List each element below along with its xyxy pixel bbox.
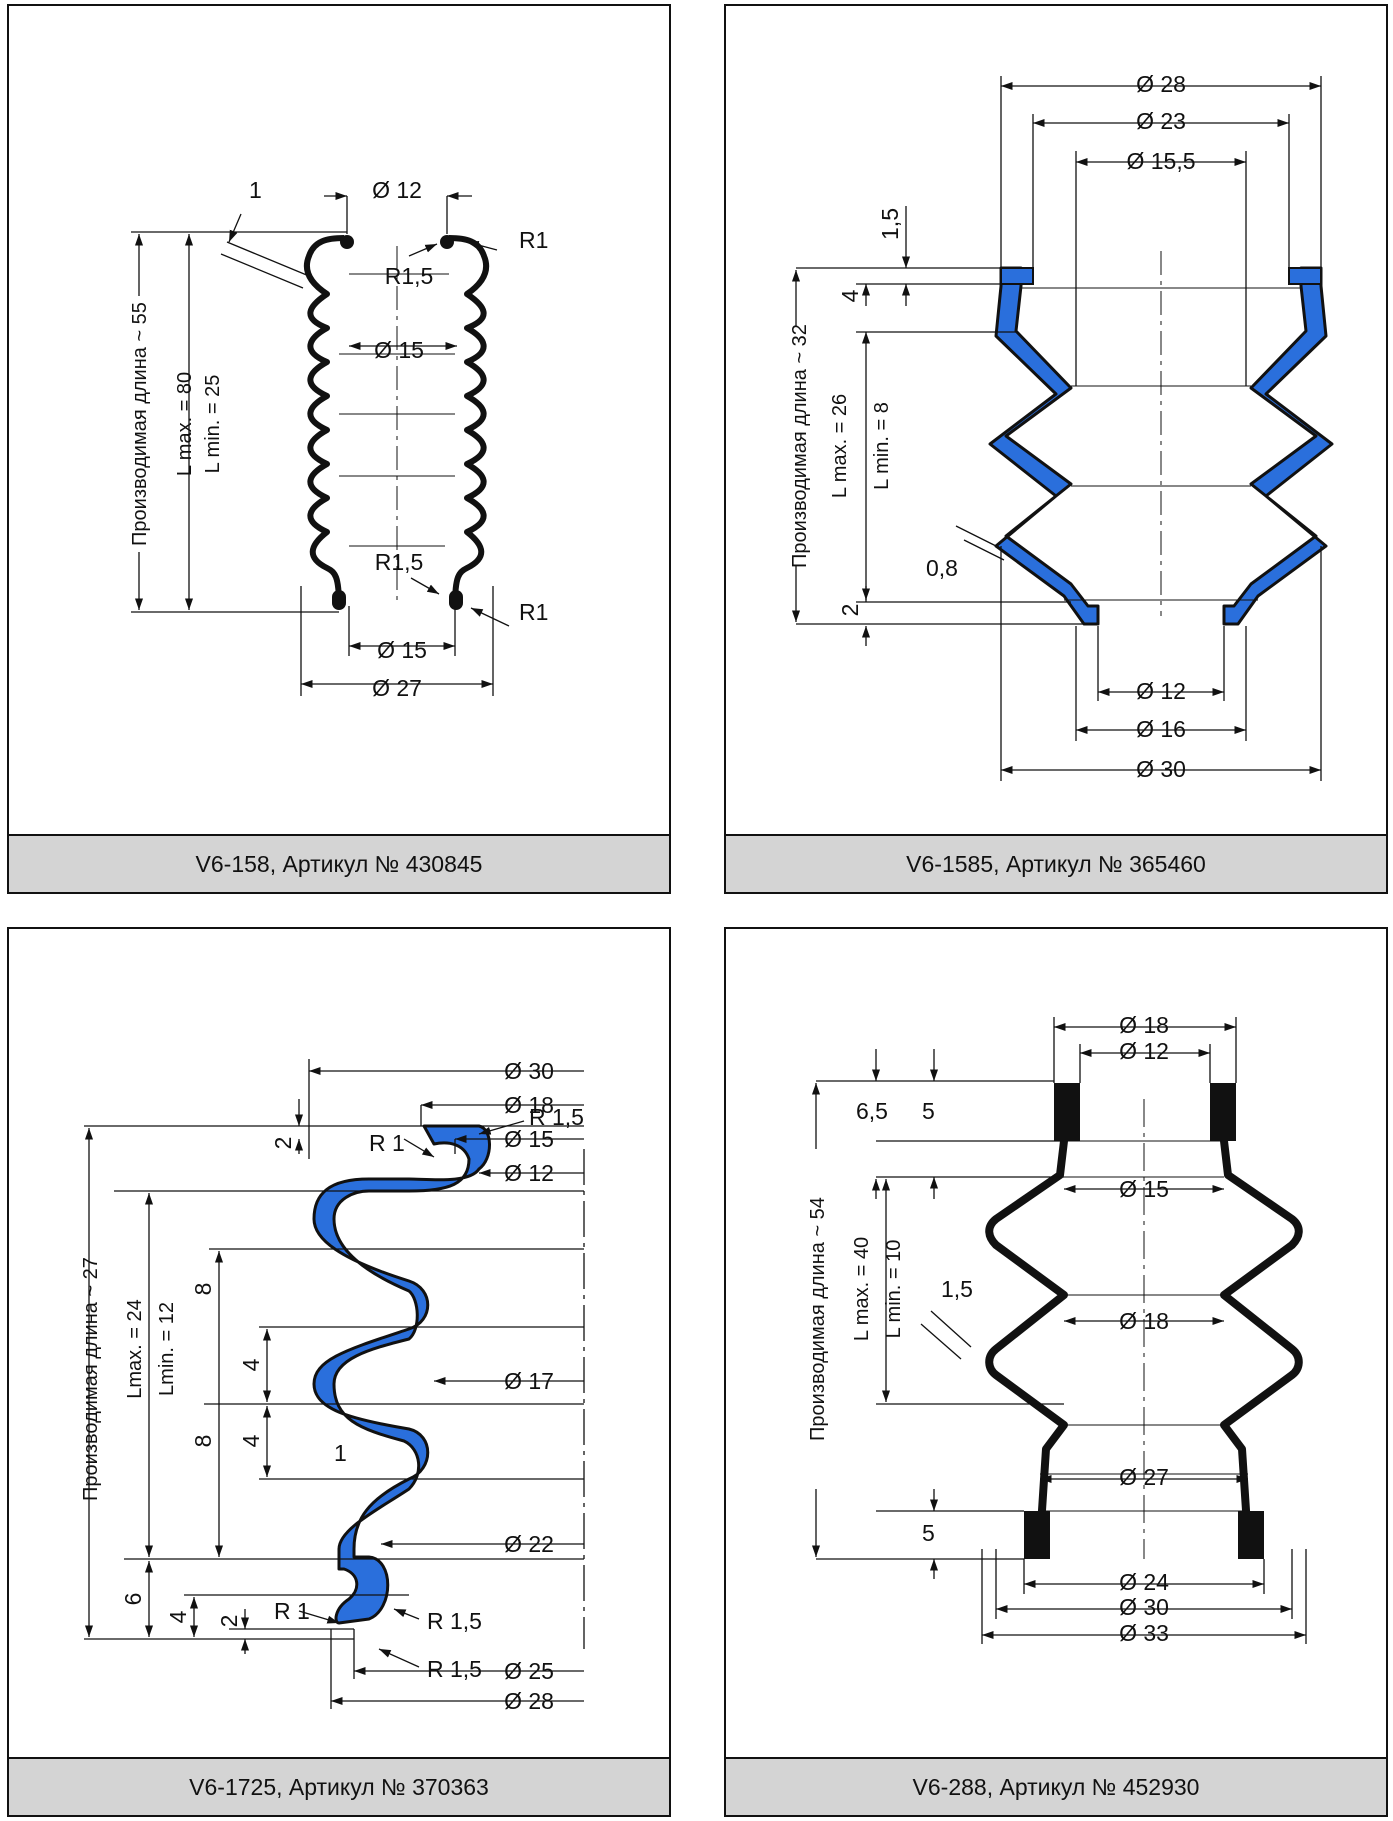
label-r15-bot1: R 1,5 <box>427 1608 482 1634</box>
label-d17: Ø 17 <box>504 1368 554 1394</box>
caption-v6-158: V6-158, Артикул № 430845 <box>9 834 669 892</box>
label-t5-top: 5 <box>922 1098 935 1124</box>
label-lmax: L max. = 26 <box>829 394 851 498</box>
caption-v6-288: V6-288, Артикул № 452930 <box>726 1757 1386 1815</box>
bellows-profile <box>988 266 1334 626</box>
label-lmax: Lmax. = 24 <box>124 1299 146 1399</box>
label-d15: Ø 15 <box>1119 1176 1169 1202</box>
panel-v6-1725: Ø 30 Ø 18 Ø 15 Ø 12 R 1,5 Ø 17 Ø 22 Ø 25… <box>7 927 671 1817</box>
drawing-v6-288: Ø 18 Ø 12 Ø 15 Ø 18 Ø 27 Ø 24 Ø 30 Ø 33 … <box>807 1012 1307 1646</box>
label-wall: 0,8 <box>926 555 958 581</box>
label-prod-length: Производимая длина ~ 55 <box>129 302 151 546</box>
label-t2: 2 <box>837 604 863 617</box>
label-d15-bot: Ø 15 <box>377 637 427 663</box>
label-d12: Ø 12 <box>504 1160 554 1186</box>
bellows-profile-half <box>312 1124 491 1625</box>
label-d33: Ø 33 <box>1119 1620 1169 1646</box>
label-d25: Ø 25 <box>504 1658 554 1684</box>
label-d15: Ø 15 <box>504 1126 554 1152</box>
label-lmin: L min. = 25 <box>202 375 224 474</box>
label-d28: Ø 28 <box>504 1688 554 1714</box>
caption-v6-1725: V6-1725, Артикул № 370363 <box>9 1757 669 1815</box>
label-t4c: 4 <box>165 1610 191 1623</box>
label-d18-top: Ø 18 <box>1119 1012 1169 1038</box>
label-t65: 6,5 <box>856 1098 888 1124</box>
label-d12: Ø 12 <box>1119 1038 1169 1064</box>
label-t8a: 8 <box>190 1283 216 1296</box>
label-prod-length: Производимая длина ~ 32 <box>789 324 811 568</box>
drawing-v6-1725: Ø 30 Ø 18 Ø 15 Ø 12 R 1,5 Ø 17 Ø 22 Ø 25… <box>80 1058 585 1714</box>
inner-lines <box>1040 1099 1248 1559</box>
label-d27: Ø 27 <box>1119 1464 1169 1490</box>
label-t2c: 2 <box>216 1615 242 1628</box>
label-wall: 1,5 <box>941 1276 973 1302</box>
panel-v6-1585: Ø 28 Ø 23 Ø 15,5 Ø 12 Ø 16 Ø 30 1,5 4 2 … <box>724 4 1388 894</box>
label-d30: Ø 30 <box>504 1058 554 1084</box>
label-lmin: L min. = 10 <box>883 1240 905 1339</box>
label-r15-top: R1,5 <box>385 263 434 289</box>
label-prod-length: Производимая длина ~ 54 <box>807 1197 829 1441</box>
label-d18: Ø 18 <box>504 1092 554 1118</box>
label-r1-top: R 1 <box>369 1130 405 1156</box>
label-d22: Ø 22 <box>504 1531 554 1557</box>
bellows-outline <box>303 235 490 607</box>
label-t4b: 4 <box>238 1434 264 1447</box>
label-lmin: L min. = 8 <box>871 402 893 490</box>
label-wall: 1 <box>334 1440 347 1466</box>
label-r15-bot2: R 1,5 <box>427 1656 482 1682</box>
label-wall-1: 1 <box>249 177 262 203</box>
label-lmin: Lmin. = 12 <box>156 1302 178 1396</box>
label-d30: Ø 30 <box>1119 1594 1169 1620</box>
label-d16: Ø 16 <box>1136 716 1186 742</box>
label-d155: Ø 15,5 <box>1126 148 1195 174</box>
label-d12: Ø 12 <box>372 177 422 203</box>
label-d12: Ø 12 <box>1136 678 1186 704</box>
label-d28: Ø 28 <box>1136 71 1186 97</box>
label-d27: Ø 27 <box>372 675 422 701</box>
label-t2-top: 2 <box>270 1137 296 1150</box>
label-t5-bot: 5 <box>922 1520 935 1546</box>
label-t15: 1,5 <box>877 208 903 240</box>
inner-lines <box>1021 251 1301 616</box>
caption-v6-1585: V6-1585, Артикул № 365460 <box>726 834 1386 892</box>
label-prod-length: Производимая длина ~ 27 <box>80 1257 102 1501</box>
panel-v6-158: Ø 12 R1,5 R1 Ø 15 R1,5 R1 Ø 15 Ø 27 1 Пр… <box>7 4 671 894</box>
label-d18-mid: Ø 18 <box>1119 1308 1169 1334</box>
label-lmax: L max. = 80 <box>174 372 196 476</box>
bellows-outline <box>985 1140 1303 1542</box>
label-r15-bot: R1,5 <box>375 549 424 575</box>
label-d24: Ø 24 <box>1119 1569 1169 1595</box>
label-t6: 6 <box>120 1593 146 1606</box>
drawing-v6-1585: Ø 28 Ø 23 Ø 15,5 Ø 12 Ø 16 Ø 30 1,5 4 2 … <box>789 71 1334 782</box>
panel-v6-288: Ø 18 Ø 12 Ø 15 Ø 18 Ø 27 Ø 24 Ø 30 Ø 33 … <box>724 927 1388 1817</box>
label-r1-bot: R 1 <box>274 1598 310 1624</box>
label-r15: R 1,5 <box>529 1104 584 1130</box>
label-t4: 4 <box>837 289 863 302</box>
label-lmax: L max. = 40 <box>851 1237 873 1341</box>
label-r1-top: R1 <box>519 227 548 253</box>
inner-lines <box>339 246 455 606</box>
label-d30: Ø 30 <box>1136 756 1186 782</box>
label-t4a: 4 <box>238 1358 264 1371</box>
label-t8b: 8 <box>190 1435 216 1448</box>
drawing-v6-158: Ø 12 R1,5 R1 Ø 15 R1,5 R1 Ø 15 Ø 27 1 Пр… <box>129 177 548 701</box>
label-d23: Ø 23 <box>1136 108 1186 134</box>
label-d15-mid: Ø 15 <box>374 337 424 363</box>
label-r1-bot: R1 <box>519 599 548 625</box>
